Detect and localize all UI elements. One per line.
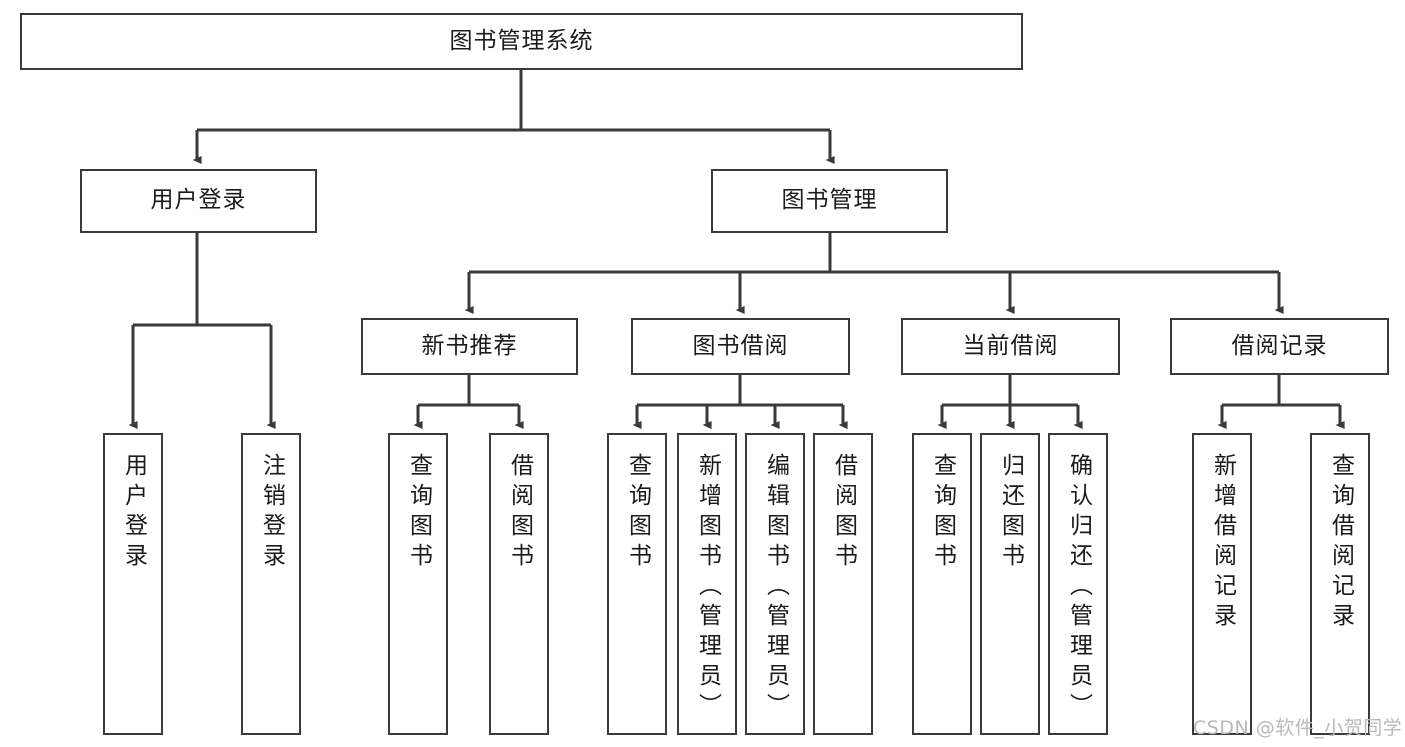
node-leaf-add-record[interactable]: 新增借阅记录 (1192, 433, 1252, 735)
node-root[interactable]: 图书管理系统 (20, 13, 1023, 70)
node-leaf-query-book-2[interactable]: 查询图书 (607, 433, 667, 735)
node-leaf-query-record[interactable]: 查询借阅记录 (1310, 433, 1370, 735)
node-current-borrow-label: 当前借阅 (962, 332, 1059, 359)
node-leaf-add-record-label: 新增借阅记录 (1209, 453, 1236, 633)
node-leaf-user-login-label: 用户登录 (120, 453, 147, 573)
node-leaf-logout[interactable]: 注销登录 (241, 433, 301, 735)
node-leaf-query-book-3[interactable]: 查询图书 (912, 433, 972, 735)
node-leaf-logout-label: 注销登录 (258, 453, 285, 573)
node-leaf-add-book-label: 新增图书（管理员） (694, 453, 721, 723)
node-new-book-recommend[interactable]: 新书推荐 (361, 318, 578, 375)
node-book-management[interactable]: 图书管理 (711, 169, 948, 233)
node-book-borrow[interactable]: 图书借阅 (631, 318, 850, 375)
node-leaf-edit-book[interactable]: 编辑图书（管理员） (745, 433, 805, 735)
node-borrow-records-label: 借阅记录 (1231, 332, 1328, 359)
node-leaf-user-login[interactable]: 用户登录 (103, 433, 163, 735)
node-user-login[interactable]: 用户登录 (80, 169, 317, 233)
node-leaf-confirm-return-label: 确认归还（管理员） (1065, 453, 1092, 723)
node-leaf-query-record-label: 查询借阅记录 (1327, 453, 1354, 633)
node-leaf-confirm-return[interactable]: 确认归还（管理员） (1048, 433, 1108, 735)
node-leaf-add-book[interactable]: 新增图书（管理员） (677, 433, 737, 735)
node-leaf-borrow-book-1[interactable]: 借阅图书 (489, 433, 549, 735)
node-book-borrow-label: 图书借阅 (692, 332, 789, 359)
node-new-book-recommend-label: 新书推荐 (421, 332, 518, 359)
node-borrow-records[interactable]: 借阅记录 (1170, 318, 1389, 375)
node-leaf-query-book-1-label: 查询图书 (405, 453, 432, 573)
node-leaf-return-book[interactable]: 归还图书 (980, 433, 1040, 735)
node-leaf-borrow-book-2[interactable]: 借阅图书 (813, 433, 873, 735)
node-book-management-label: 图书管理 (781, 187, 878, 214)
node-leaf-query-book-1[interactable]: 查询图书 (388, 433, 448, 735)
node-leaf-edit-book-label: 编辑图书（管理员） (762, 453, 789, 723)
node-leaf-query-book-3-label: 查询图书 (929, 453, 956, 573)
node-leaf-return-book-label: 归还图书 (997, 453, 1024, 573)
watermark-text: CSDN @软件_小贺同学 (1193, 717, 1403, 739)
node-user-login-label: 用户登录 (150, 187, 247, 214)
node-current-borrow[interactable]: 当前借阅 (901, 318, 1120, 375)
node-leaf-query-book-2-label: 查询图书 (624, 453, 651, 573)
node-root-label: 图书管理系统 (449, 27, 594, 54)
node-leaf-borrow-book-2-label: 借阅图书 (830, 453, 857, 573)
node-leaf-borrow-book-1-label: 借阅图书 (506, 453, 533, 573)
